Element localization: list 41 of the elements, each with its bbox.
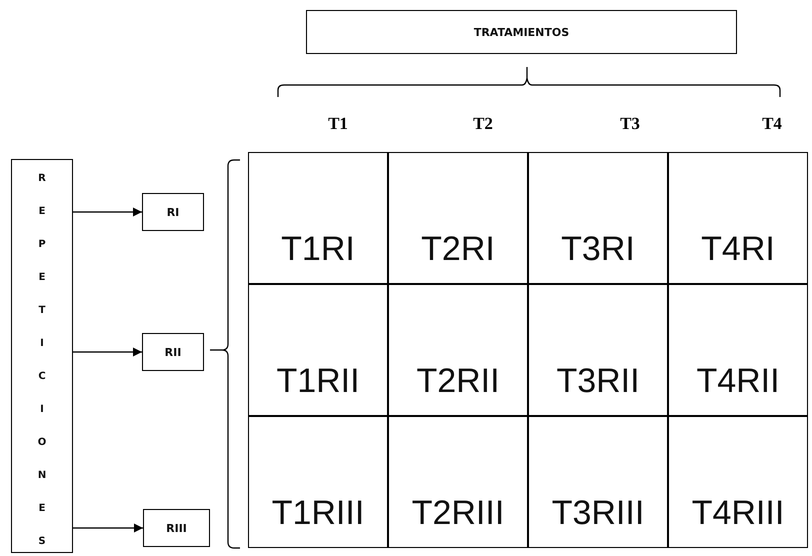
cell-text: T4RI <box>701 230 775 270</box>
table-cell <box>528 284 668 416</box>
node-text: REPETICIONES <box>37 172 47 549</box>
cell-text: T3RI <box>561 230 635 270</box>
cell-text: T3RIII <box>552 494 644 534</box>
label-box <box>142 193 204 231</box>
arrow <box>73 348 142 356</box>
cell-text: T2RII <box>416 362 500 402</box>
table-cell <box>668 152 808 284</box>
table-cell <box>528 152 668 284</box>
table-cell <box>388 416 528 548</box>
column-header: T3 <box>620 114 640 134</box>
cell-text: T4RII <box>696 362 780 402</box>
table-cell <box>248 416 388 548</box>
cell-text: T2RIII <box>412 494 504 534</box>
table-cell <box>528 416 668 548</box>
arrow <box>73 524 143 532</box>
table-cell <box>668 284 808 416</box>
arrow <box>73 208 142 216</box>
cell-text: T2RI <box>421 230 495 270</box>
cell-text: T3RII <box>556 362 640 402</box>
cell-text: T1RI <box>281 230 355 270</box>
cell-text: T1RII <box>276 362 360 402</box>
table-cell <box>388 284 528 416</box>
table-cell <box>668 416 808 548</box>
label-box <box>142 333 204 371</box>
table-cell <box>388 152 528 284</box>
cell-text: T1RIII <box>272 494 364 534</box>
node-text: RI <box>166 206 180 218</box>
table-cell <box>248 284 388 416</box>
label-box <box>143 509 210 547</box>
table-cell <box>248 152 388 284</box>
column-header: T4 <box>762 114 782 134</box>
node-text: RII <box>164 346 182 358</box>
vertical-label-box <box>11 159 73 553</box>
title-box <box>306 10 737 54</box>
node-text: TRATAMIENTOS <box>474 26 570 38</box>
column-header: T1 <box>328 114 348 134</box>
node-text: RIII <box>166 522 187 534</box>
cell-text: T4RIII <box>692 494 784 534</box>
column-header: T2 <box>473 114 493 134</box>
